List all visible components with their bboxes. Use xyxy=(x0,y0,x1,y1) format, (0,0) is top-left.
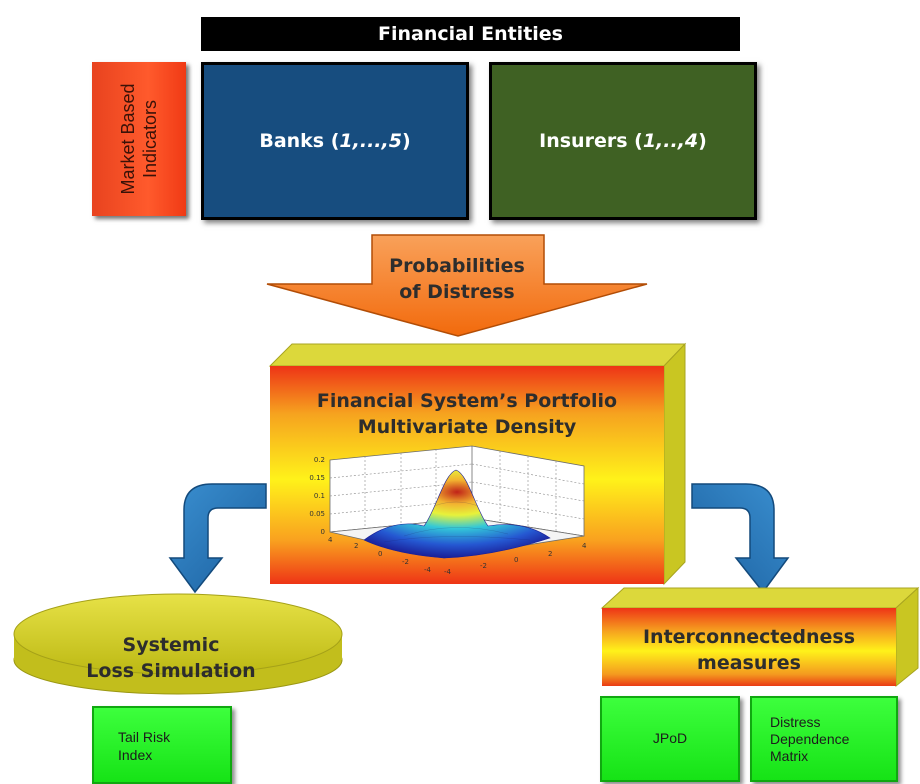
ddm-line2: Dependence xyxy=(770,731,850,747)
financial-entities-header: Financial Entities xyxy=(201,17,740,51)
interconnectedness-box xyxy=(600,586,920,688)
y-tick: -2 xyxy=(402,558,409,566)
banks-box: Banks (1,...,5) xyxy=(201,62,469,220)
x-tick: 0 xyxy=(514,556,518,564)
ddm-line1: Distress xyxy=(770,714,821,730)
banks-label: Banks (1,...,5) xyxy=(259,130,410,152)
ddm-box: Distress Dependence Matrix xyxy=(750,696,898,782)
arrow-line1: Probabilities xyxy=(389,255,525,277)
portfolio-title: Financial System’s Portfolio Multivariat… xyxy=(280,388,654,440)
market-indicators-box: Market Based Indicators xyxy=(92,62,186,216)
loss-simulation-shape xyxy=(13,593,343,695)
insurers-label: Insurers (1,..,4) xyxy=(539,130,707,152)
loss-line1: Systemic xyxy=(122,634,220,656)
banks-name: Banks ( xyxy=(259,130,340,152)
y-tick: 0 xyxy=(378,550,382,558)
arrow-line2: of Distress xyxy=(399,281,515,303)
y-tick: 4 xyxy=(328,536,333,544)
left-curved-arrow-icon xyxy=(168,483,267,594)
jpod-box: JPoD xyxy=(600,696,740,782)
loss-simulation-label: Systemic Loss Simulation xyxy=(66,632,276,684)
z-tick: 0.05 xyxy=(309,510,325,518)
density-surface xyxy=(363,469,551,559)
x-tick: 2 xyxy=(548,550,552,558)
x-tick: -4 xyxy=(444,568,452,576)
insurers-range: 1,..,4 xyxy=(642,130,699,152)
indicators-line1: Market Based xyxy=(118,83,138,195)
down-arrow-icon xyxy=(266,234,648,337)
z-tick: 0.15 xyxy=(309,474,325,482)
insurers-box: Insurers (1,..,4) xyxy=(489,62,757,220)
density-plot: 0.2 0.15 0.1 0.05 0 4 2 0 -2 -4 -4 -2 0 … xyxy=(309,445,587,576)
y-tick: 2 xyxy=(354,542,358,550)
insurers-close: ) xyxy=(698,130,707,152)
tail-risk-line2: Index xyxy=(118,747,153,763)
right-curved-arrow-icon xyxy=(691,483,790,594)
jpod-label: JPoD xyxy=(652,730,688,746)
banks-range: 1,...,5 xyxy=(339,130,402,152)
inter-line1: Interconnectedness xyxy=(642,626,856,648)
z-tick: 0.2 xyxy=(314,456,325,464)
market-indicators-label: Market Based Indicators xyxy=(117,64,161,214)
tail-risk-line1: Tail Risk xyxy=(118,729,171,745)
distress-arrow-label: Probabilities of Distress xyxy=(352,253,562,305)
x-tick: 4 xyxy=(582,542,587,550)
tail-risk-box: Tail Risk Index xyxy=(92,706,232,784)
z-tick: 0.1 xyxy=(314,492,325,500)
banks-close: ) xyxy=(401,130,411,152)
portfolio-line1: Financial System’s Portfolio xyxy=(316,390,618,412)
inter-line2: measures xyxy=(697,652,801,674)
portfolio-line2: Multivariate Density xyxy=(357,416,577,438)
y-tick: -4 xyxy=(424,566,432,574)
ddm-line3: Matrix xyxy=(770,748,809,764)
loss-line2: Loss Simulation xyxy=(86,660,256,682)
interconnectedness-label: Interconnectedness measures xyxy=(604,624,894,676)
z-tick: 0 xyxy=(321,528,325,536)
insurers-name: Insurers ( xyxy=(539,130,643,152)
x-tick: -2 xyxy=(480,562,487,570)
indicators-line2: Indicators xyxy=(140,99,160,179)
